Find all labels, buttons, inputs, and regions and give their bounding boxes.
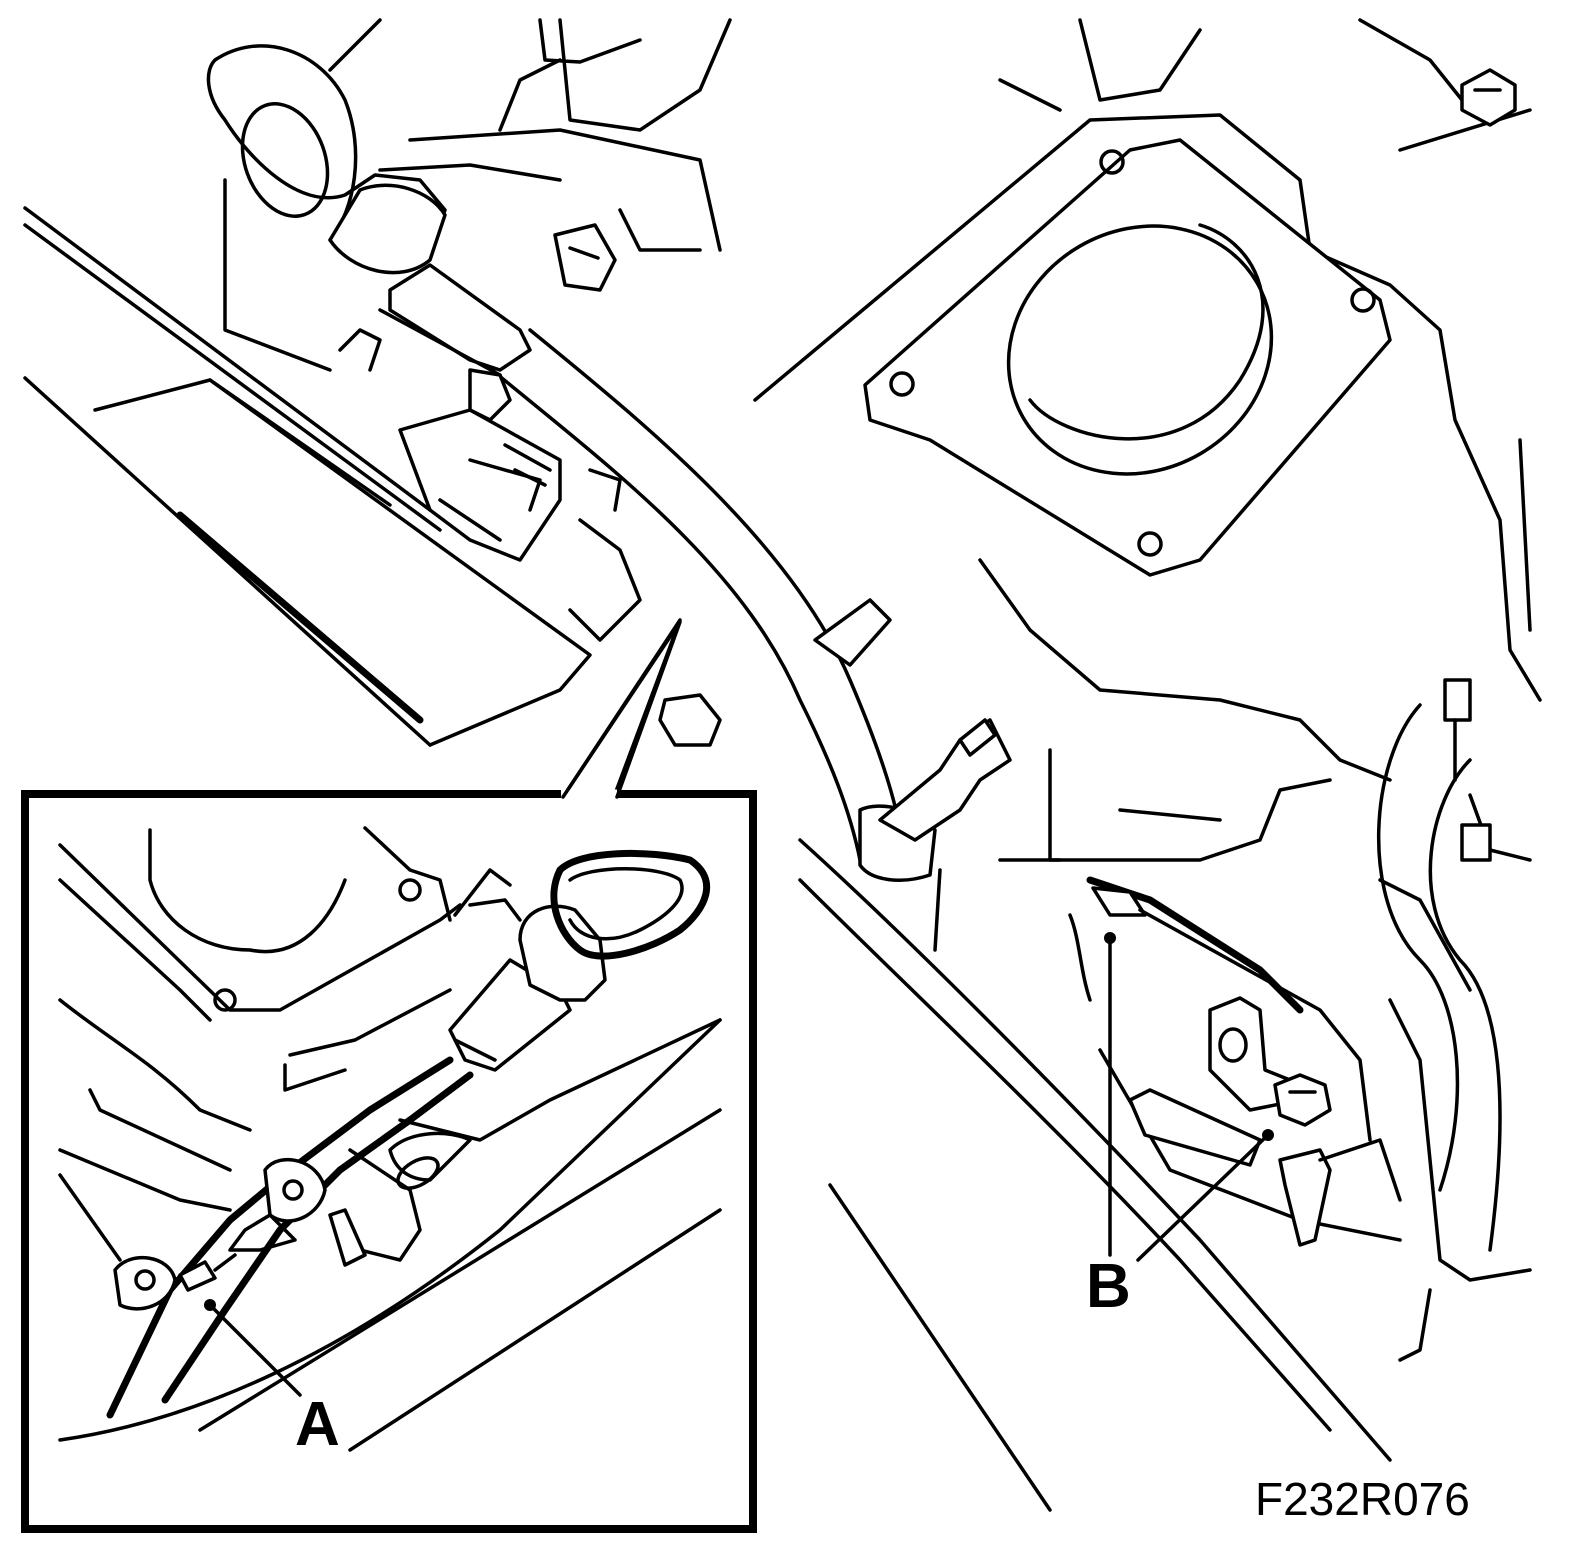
- bolt-near-tube: [553, 208, 702, 292]
- callout-b-leaders: [1104, 932, 1274, 1262]
- lower-body-lines: [798, 838, 1402, 1512]
- inset-lower-body: [58, 1018, 722, 1452]
- callout-a-leader: [204, 1299, 302, 1397]
- bolt-top-right: [1460, 68, 1517, 127]
- inset-frame: [21, 790, 757, 1533]
- engine-upper-block: [223, 18, 1532, 632]
- bolt-left-lower: [658, 693, 722, 747]
- detail-inset: [21, 620, 757, 1533]
- left-cover-panel: [23, 206, 592, 747]
- inset-clip-upper: [228, 1158, 367, 1267]
- figure-id-label: F232R076: [1255, 1473, 1470, 1525]
- dipstick-handle-main: [206, 44, 447, 275]
- inset-dipstick-handle: [518, 849, 711, 1002]
- bracket-b-assembly: [1068, 876, 1402, 1247]
- main-view: [23, 18, 1542, 1512]
- intake-bracket: [338, 328, 642, 642]
- callout-label-b: B: [1086, 1252, 1131, 1321]
- tube-clip: [813, 598, 1012, 952]
- coolant-hose: [1377, 678, 1502, 1252]
- inset-engine-cover: [58, 826, 522, 1262]
- dipstick-tube-main: [378, 263, 907, 862]
- throttle-flange: [753, 113, 1542, 702]
- inset-clip-lower: [113, 1253, 237, 1311]
- callout-label-a: A: [295, 1390, 340, 1459]
